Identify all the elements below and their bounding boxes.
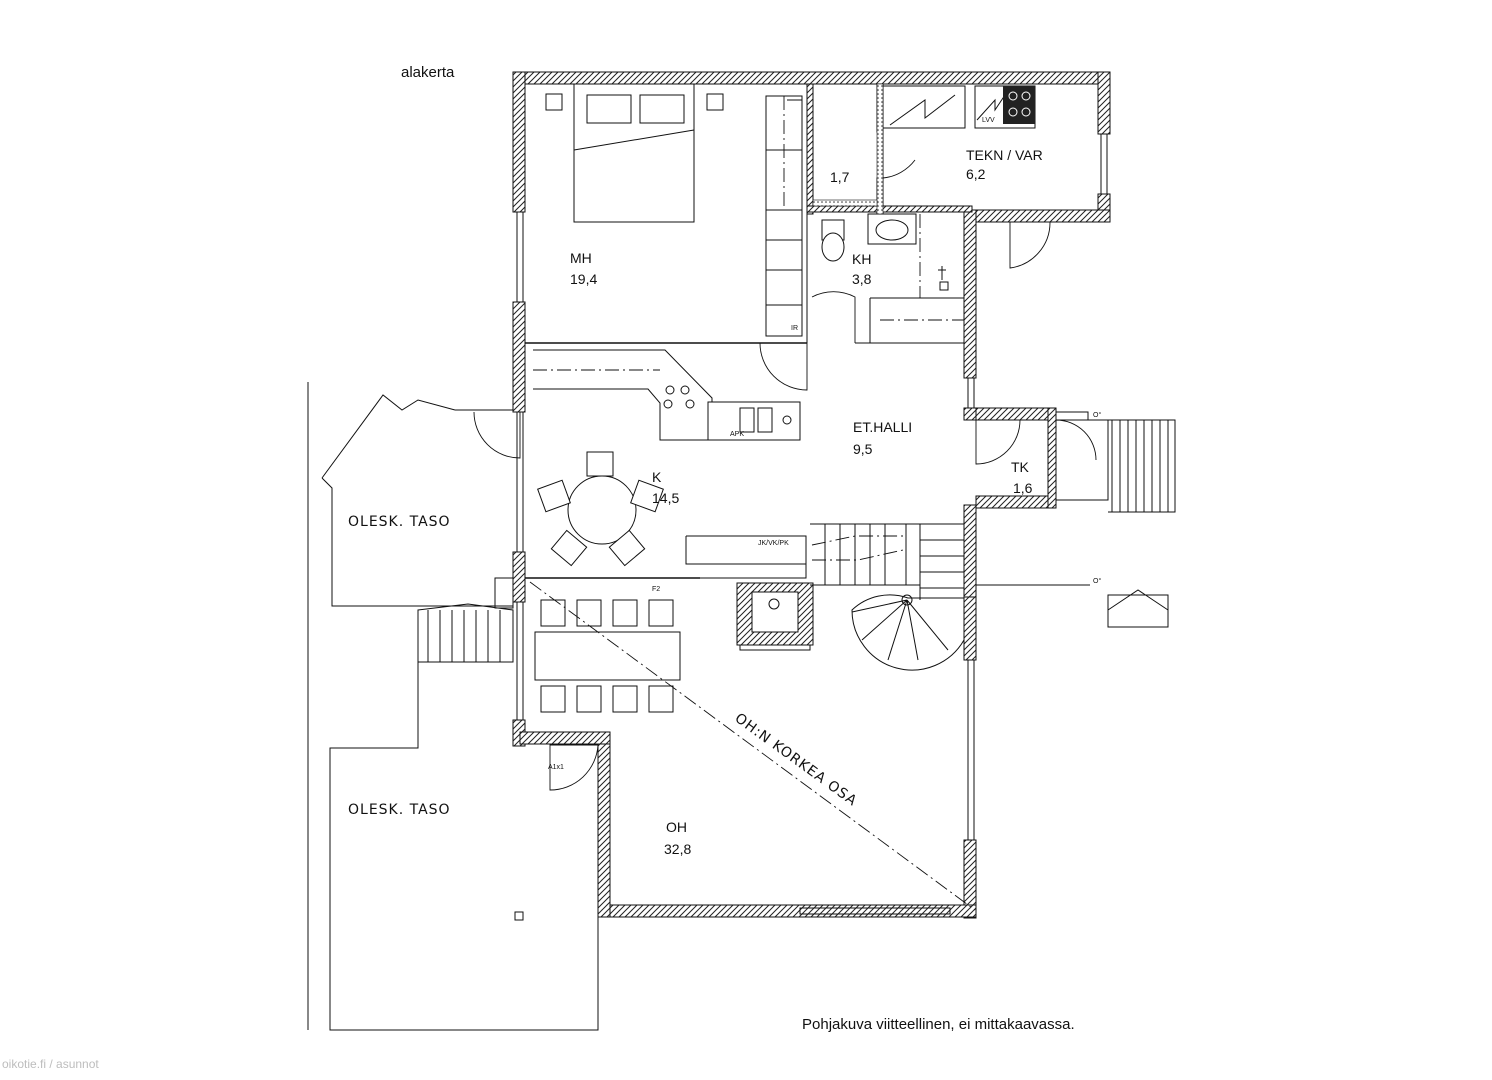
room-mh-name: MH [570, 250, 592, 266]
apk-label: APK [730, 431, 744, 438]
svg-text:O°: O° [1093, 411, 1101, 419]
bathroom-fixtures [821, 213, 964, 321]
stair-treads [824, 524, 964, 589]
footer-note: Pohjakuva viitteellinen, ei mittakaavass… [802, 1016, 1075, 1033]
room-tekn-area: 6,2 [966, 166, 986, 182]
room-tekn-name: TEKN / VAR [966, 147, 1043, 163]
dining-furniture [534, 451, 681, 713]
window-a1x1-label: A1x1 [548, 764, 564, 771]
terraces [307, 382, 599, 1031]
terrace-upper-label: OLESK. TASO [348, 514, 451, 530]
f2-label: F2 [652, 586, 660, 593]
room-kh-name: KH [852, 251, 871, 267]
technical-room-fixtures: LVV [812, 83, 1036, 215]
room-k-area: 14,5 [652, 490, 679, 506]
terrace-lower-label: OLESK. TASO [348, 802, 451, 818]
source-credit: oikotie.fi / asunnot [2, 1057, 99, 1071]
room-k-name: K [652, 469, 662, 485]
room-oh-area: 32,8 [664, 841, 691, 857]
high-ceiling-line [529, 581, 976, 911]
room-hall-area: 9,5 [853, 441, 873, 457]
ir-label: IR [791, 325, 798, 332]
floor-label: alakerta [401, 64, 455, 81]
doors [473, 132, 1097, 791]
room-labels: MH 19,4 1,7 TEKN / VAR 6,2 KH 3,8 ET.HAL… [348, 147, 1043, 857]
lvv-label: LVV [982, 117, 995, 124]
exterior-walls [512, 71, 1111, 919]
bedroom-furniture: IR [545, 83, 803, 337]
interior-lines: O° O° [525, 212, 1176, 745]
room-oh-name: OH [666, 819, 687, 835]
svg-text:O°: O° [1093, 577, 1101, 585]
room-kh-area: 3,8 [852, 271, 872, 287]
high-ceiling-label: OH:N KORKEA OSA [732, 710, 860, 809]
room-closet-area: 1,7 [830, 169, 850, 185]
room-tk-area: 1,6 [1013, 480, 1033, 496]
room-mh-area: 19,4 [570, 271, 597, 287]
room-tk-name: TK [1011, 459, 1030, 475]
room-hall-name: ET.HALLI [853, 419, 912, 435]
jk-vk-pk-label: JK/VK/PK [758, 540, 789, 547]
